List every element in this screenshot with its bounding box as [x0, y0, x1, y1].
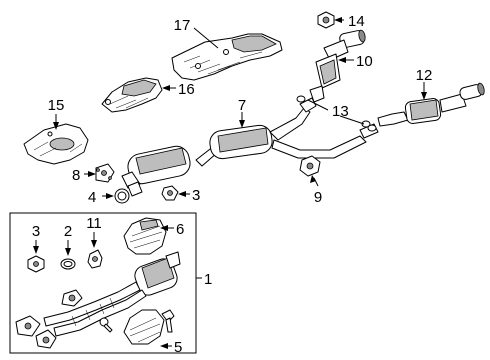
heat-shield-large [171, 33, 283, 81]
gaskets-13 [296, 95, 377, 132]
callout-6: 5 [174, 339, 182, 356]
bolt [161, 309, 175, 333]
floor-heat-shield [23, 123, 89, 165]
callout-13: 13 [332, 103, 349, 120]
bolt-small [99, 317, 113, 333]
callout-16: 16 [178, 81, 195, 98]
callout-7: 6 [176, 221, 184, 238]
muffler-right [377, 82, 485, 127]
hanger-4 [87, 249, 103, 269]
nut-3-lower [27, 255, 45, 273]
callout-2: 2 [64, 223, 72, 240]
leader-lines [33, 17, 427, 349]
tailpipe-upper [309, 29, 366, 103]
converter-heat-shield-7 [123, 217, 167, 255]
flange-gasket-9 [95, 163, 115, 183]
callout-15: 15 [48, 97, 65, 114]
hanger-clamp-10 [299, 155, 321, 177]
callout-11: 10 [356, 53, 373, 70]
callout-10: 9 [314, 189, 322, 206]
center-pipe-muffler [195, 97, 379, 167]
callout-labels: 17 14 10 12 16 15 7 13 8 4 3 9 6 1 5 3 2… [32, 13, 433, 356]
callout-8: 7 [238, 97, 246, 114]
callout-3-upper: 3 [192, 187, 200, 204]
callout-5: 4 [88, 189, 96, 206]
nut-14 [317, 11, 335, 29]
nut-3-upper [161, 185, 179, 201]
gasket-ring-2 [60, 258, 76, 270]
callout-9: 8 [72, 167, 80, 184]
gasket-ring-5 [114, 188, 130, 204]
converter-heat-shield-6 [123, 309, 165, 345]
callout-14: 14 [348, 13, 365, 30]
callout-12: 12 [416, 67, 433, 84]
heat-shield-small [101, 77, 163, 113]
callout-3-lower: 3 [32, 223, 40, 240]
callout-17: 17 [174, 17, 191, 34]
callout-4: 11 [86, 215, 102, 232]
converter-assembly-box [9, 212, 197, 354]
front-resonator [121, 145, 191, 197]
callout-1: 1 [204, 271, 212, 288]
catalytic-converter-assembly [15, 251, 181, 349]
